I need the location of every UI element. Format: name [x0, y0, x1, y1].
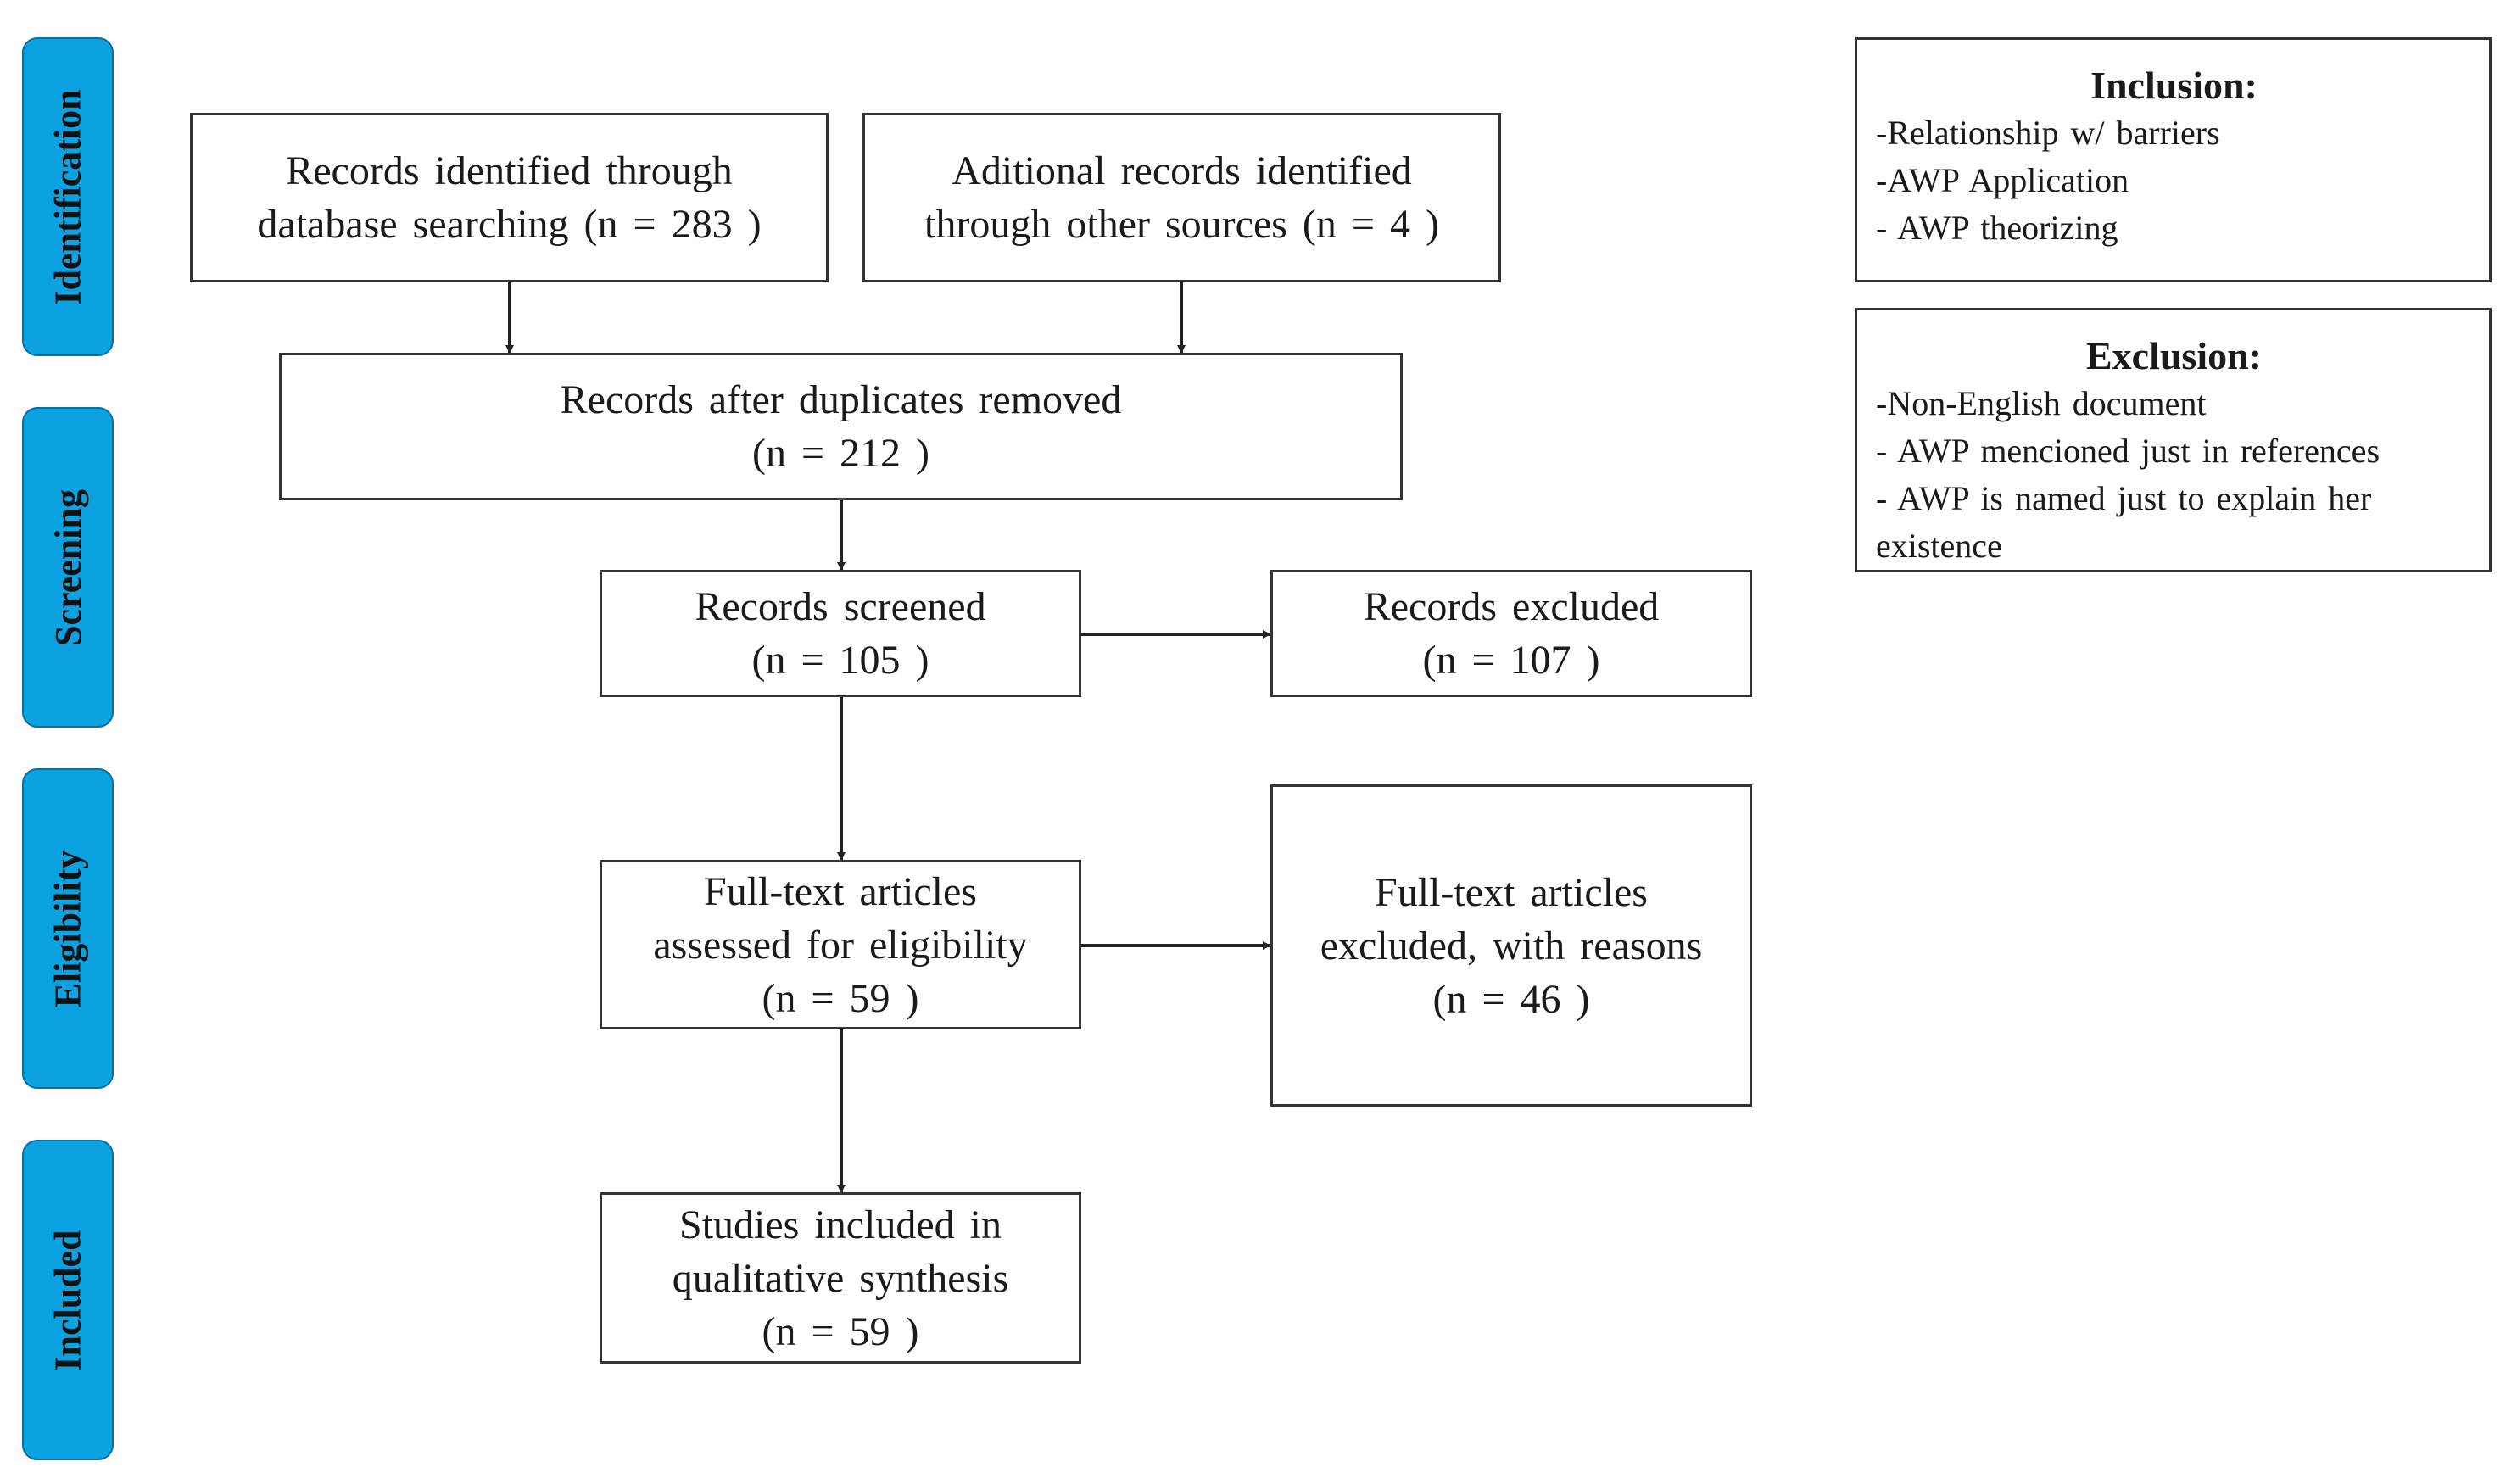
exclusion-item: -Non-English document	[1876, 384, 2207, 422]
box-text-line: (n = 105 )	[751, 638, 929, 683]
box-text-line: Aditional records identified	[952, 148, 1412, 193]
box-text-line: (n = 59 )	[762, 1308, 919, 1354]
exclusion-item: existence	[1876, 527, 2002, 565]
inclusion-item: -Relationship w/ barriers	[1876, 114, 2220, 152]
box-text-line: Full-text articles	[704, 868, 977, 914]
stage-eligibility: Eligibility	[22, 768, 114, 1089]
stage-screening: Screening	[22, 407, 114, 728]
box-text-line: (n = 212 )	[751, 431, 930, 476]
inclusion-title: Inclusion:	[2090, 64, 2257, 107]
box-text-line: database searching (n = 283 )	[257, 202, 762, 247]
box-records-excluded: Records excluded (n = 107 )	[1270, 570, 1752, 697]
box-after-duplicates: Records after duplicates removed (n = 21…	[279, 353, 1403, 500]
box-text-line: assessed for eligibility	[653, 922, 1028, 968]
box-text-line: through other sources (n = 4 )	[924, 202, 1439, 247]
exclusion-item: - AWP is named just to explain her	[1876, 479, 2372, 517]
box-text-line: Records screened	[695, 584, 986, 629]
exclusion-criteria-box: Exclusion: -Non-English document - AWP m…	[1855, 308, 2492, 572]
stage-identification: Identification	[22, 37, 114, 356]
box-fulltext-assessed: Full-text articles assessed for eligibil…	[600, 860, 1081, 1029]
exclusion-title: Exclusion:	[2085, 334, 2263, 377]
box-text-line: Studies included in	[679, 1202, 1002, 1247]
box-text-line: (n = 107 )	[1422, 638, 1600, 683]
box-text-line: (n = 59 )	[762, 975, 919, 1021]
box-text-line: qualitative synthesis	[672, 1255, 1009, 1301]
box-included-studies: Studies included in qualitative synthesi…	[600, 1192, 1081, 1364]
box-fulltext-excluded: Full-text articles excluded, with reason…	[1270, 784, 1752, 1107]
box-text-line: Records excluded	[1363, 584, 1660, 629]
box-text-line: excluded, with reasons	[1320, 923, 1703, 968]
box-other-sources-records: Aditional records identified through oth…	[862, 113, 1501, 282]
inclusion-criteria-box: Inclusion: -Relationship w/ barriers -AW…	[1855, 37, 2492, 282]
box-text-line: Records after duplicates removed	[560, 377, 1122, 422]
box-records-screened: Records screened (n = 105 )	[600, 570, 1081, 697]
inclusion-item: -AWP Application	[1876, 161, 2129, 199]
inclusion-item: - AWP theorizing	[1876, 209, 2118, 247]
box-database-records: Records identified through database sear…	[190, 113, 829, 282]
box-text-line: (n = 46 )	[1432, 976, 1590, 1022]
box-text-line: Records identified through	[286, 148, 733, 193]
stage-included: Included	[22, 1140, 114, 1460]
exclusion-item: - AWP mencioned just in references	[1876, 432, 2380, 470]
box-text-line: Full-text articles	[1375, 869, 1648, 915]
